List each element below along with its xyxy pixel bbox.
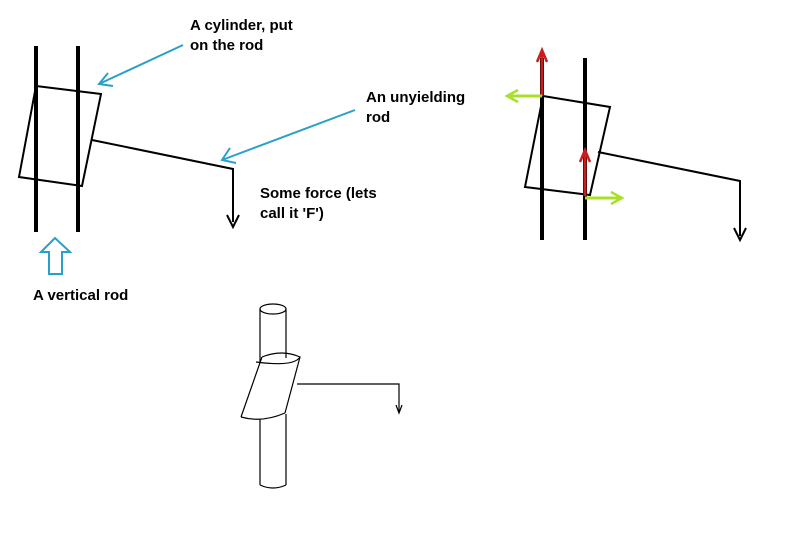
vertical-rod-3d: [259, 303, 287, 489]
unyielding-rod: [91, 139, 234, 222]
label-cylinder-line2: on the rod: [190, 37, 263, 54]
callout-arrow-rod: [220, 109, 356, 164]
unyielding-rod: [597, 151, 741, 236]
cylinder-sleeve: [523, 94, 612, 197]
diagram-right: [504, 46, 747, 243]
reaction-arrow-red-lower: [578, 146, 592, 196]
cylinder-sleeve: [17, 84, 103, 188]
diagram-3d-sketch: [240, 303, 403, 489]
label-force-line2: call it 'F'): [260, 205, 324, 222]
label-cylinder-line1: A cylinder, put: [190, 17, 293, 34]
callout-arrow-vertical-rod: [38, 236, 73, 275]
cylinder-sleeve-3d: [240, 352, 301, 420]
force-arrow-head-3d: [395, 404, 403, 415]
reaction-arrow-green-right: [585, 190, 625, 206]
force-arrow-head: [226, 214, 240, 230]
label-rod-line1: An unyielding: [366, 89, 465, 106]
label-rod-line2: rod: [366, 109, 390, 126]
unyielding-rod-3d: [297, 383, 400, 412]
reaction-arrow-green-left: [504, 88, 542, 104]
callout-arrow-cylinder: [97, 44, 184, 87]
diagram-left: A cylinder, put on the rod An unyielding…: [17, 17, 465, 304]
force-arrow-head: [733, 227, 747, 243]
label-vertical-rod: A vertical rod: [33, 287, 128, 304]
reaction-arrow-red-upper: [535, 46, 549, 96]
label-force-line1: Some force (lets: [260, 185, 377, 202]
